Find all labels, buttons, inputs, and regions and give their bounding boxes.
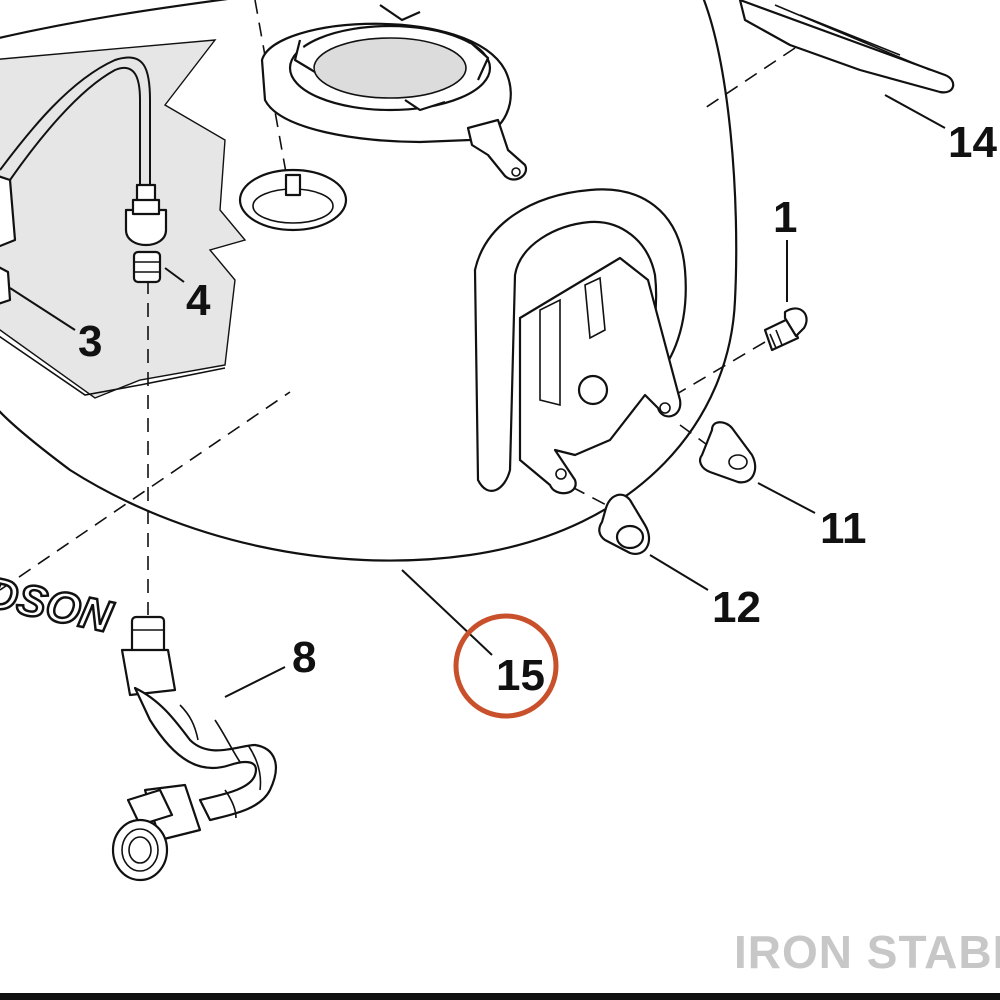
axis-line-bracket-left [571,486,613,509]
callout-15: 15 [496,651,545,700]
tank-tunnel-shade [0,39,247,399]
callout-14: 14 [948,118,997,167]
axis-line-emblem [704,47,796,109]
axis-line-screw [669,341,766,399]
fuel-hose-part [111,615,277,882]
screw-part [763,307,808,352]
leader-line-12 [649,554,709,591]
callout-3: 3 [78,317,102,366]
spacer-part-12 [598,493,651,556]
callout-11: 11 [820,504,867,553]
spacer-part-11 [699,421,757,484]
leader-line-4 [164,267,185,283]
crossover-fuel-line [0,56,168,305]
fuel-pump-flange [260,4,528,181]
tank-mounting-bracket [473,188,687,495]
tank-tunnel-edge [0,335,226,396]
callout-12: 12 [712,583,761,632]
leader-line-14 [884,94,946,129]
watermark: IRON STABLE [734,926,1000,978]
tank-emblem-part [738,0,955,94]
callout-1: 1 [773,193,797,242]
tank-drain-hole [238,168,348,232]
bottom-border [0,993,1000,1000]
highlight-circle [453,613,559,719]
leader-line-15 [401,569,493,656]
callout-8: 8 [292,633,316,682]
callout-4: 4 [186,276,211,325]
logo-fragment: DSON [0,568,117,643]
leader-line-8 [224,666,286,698]
axis-line-left [0,391,291,591]
leader-line-11 [757,482,816,514]
leader-line-3 [9,287,76,331]
